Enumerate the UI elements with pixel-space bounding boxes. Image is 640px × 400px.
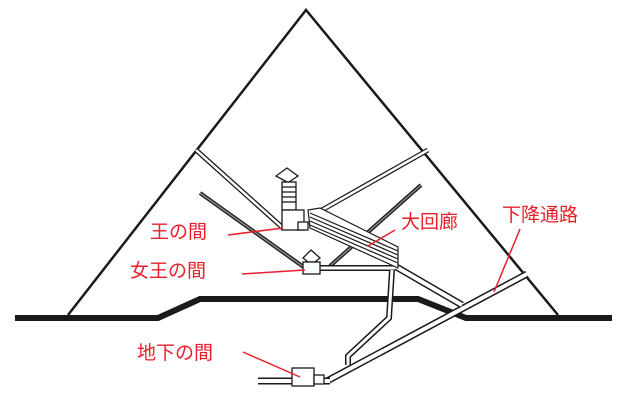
king-chamber	[274, 167, 309, 231]
ground-line	[15, 296, 612, 321]
grand-gallery-label: 大回廊	[401, 211, 459, 233]
king-chamber-label: 王の間	[150, 221, 208, 243]
subterranean-chamber	[291, 367, 325, 387]
subterranean-chamber-leader	[242, 351, 301, 378]
descending-passage-label: 下降通路	[502, 204, 579, 226]
queen-chamber	[302, 249, 322, 275]
king-chamber-leader	[227, 227, 284, 236]
queen-chamber-label: 女王の間	[130, 260, 207, 282]
grand-gallery-leader	[367, 229, 396, 247]
descending-passage-leader	[493, 228, 521, 293]
queen-chamber-leader	[241, 269, 306, 275]
grand-gallery	[307, 207, 399, 269]
pyramid-outline	[67, 8, 559, 316]
subterranean-chamber-label: 地下の間	[137, 342, 214, 364]
